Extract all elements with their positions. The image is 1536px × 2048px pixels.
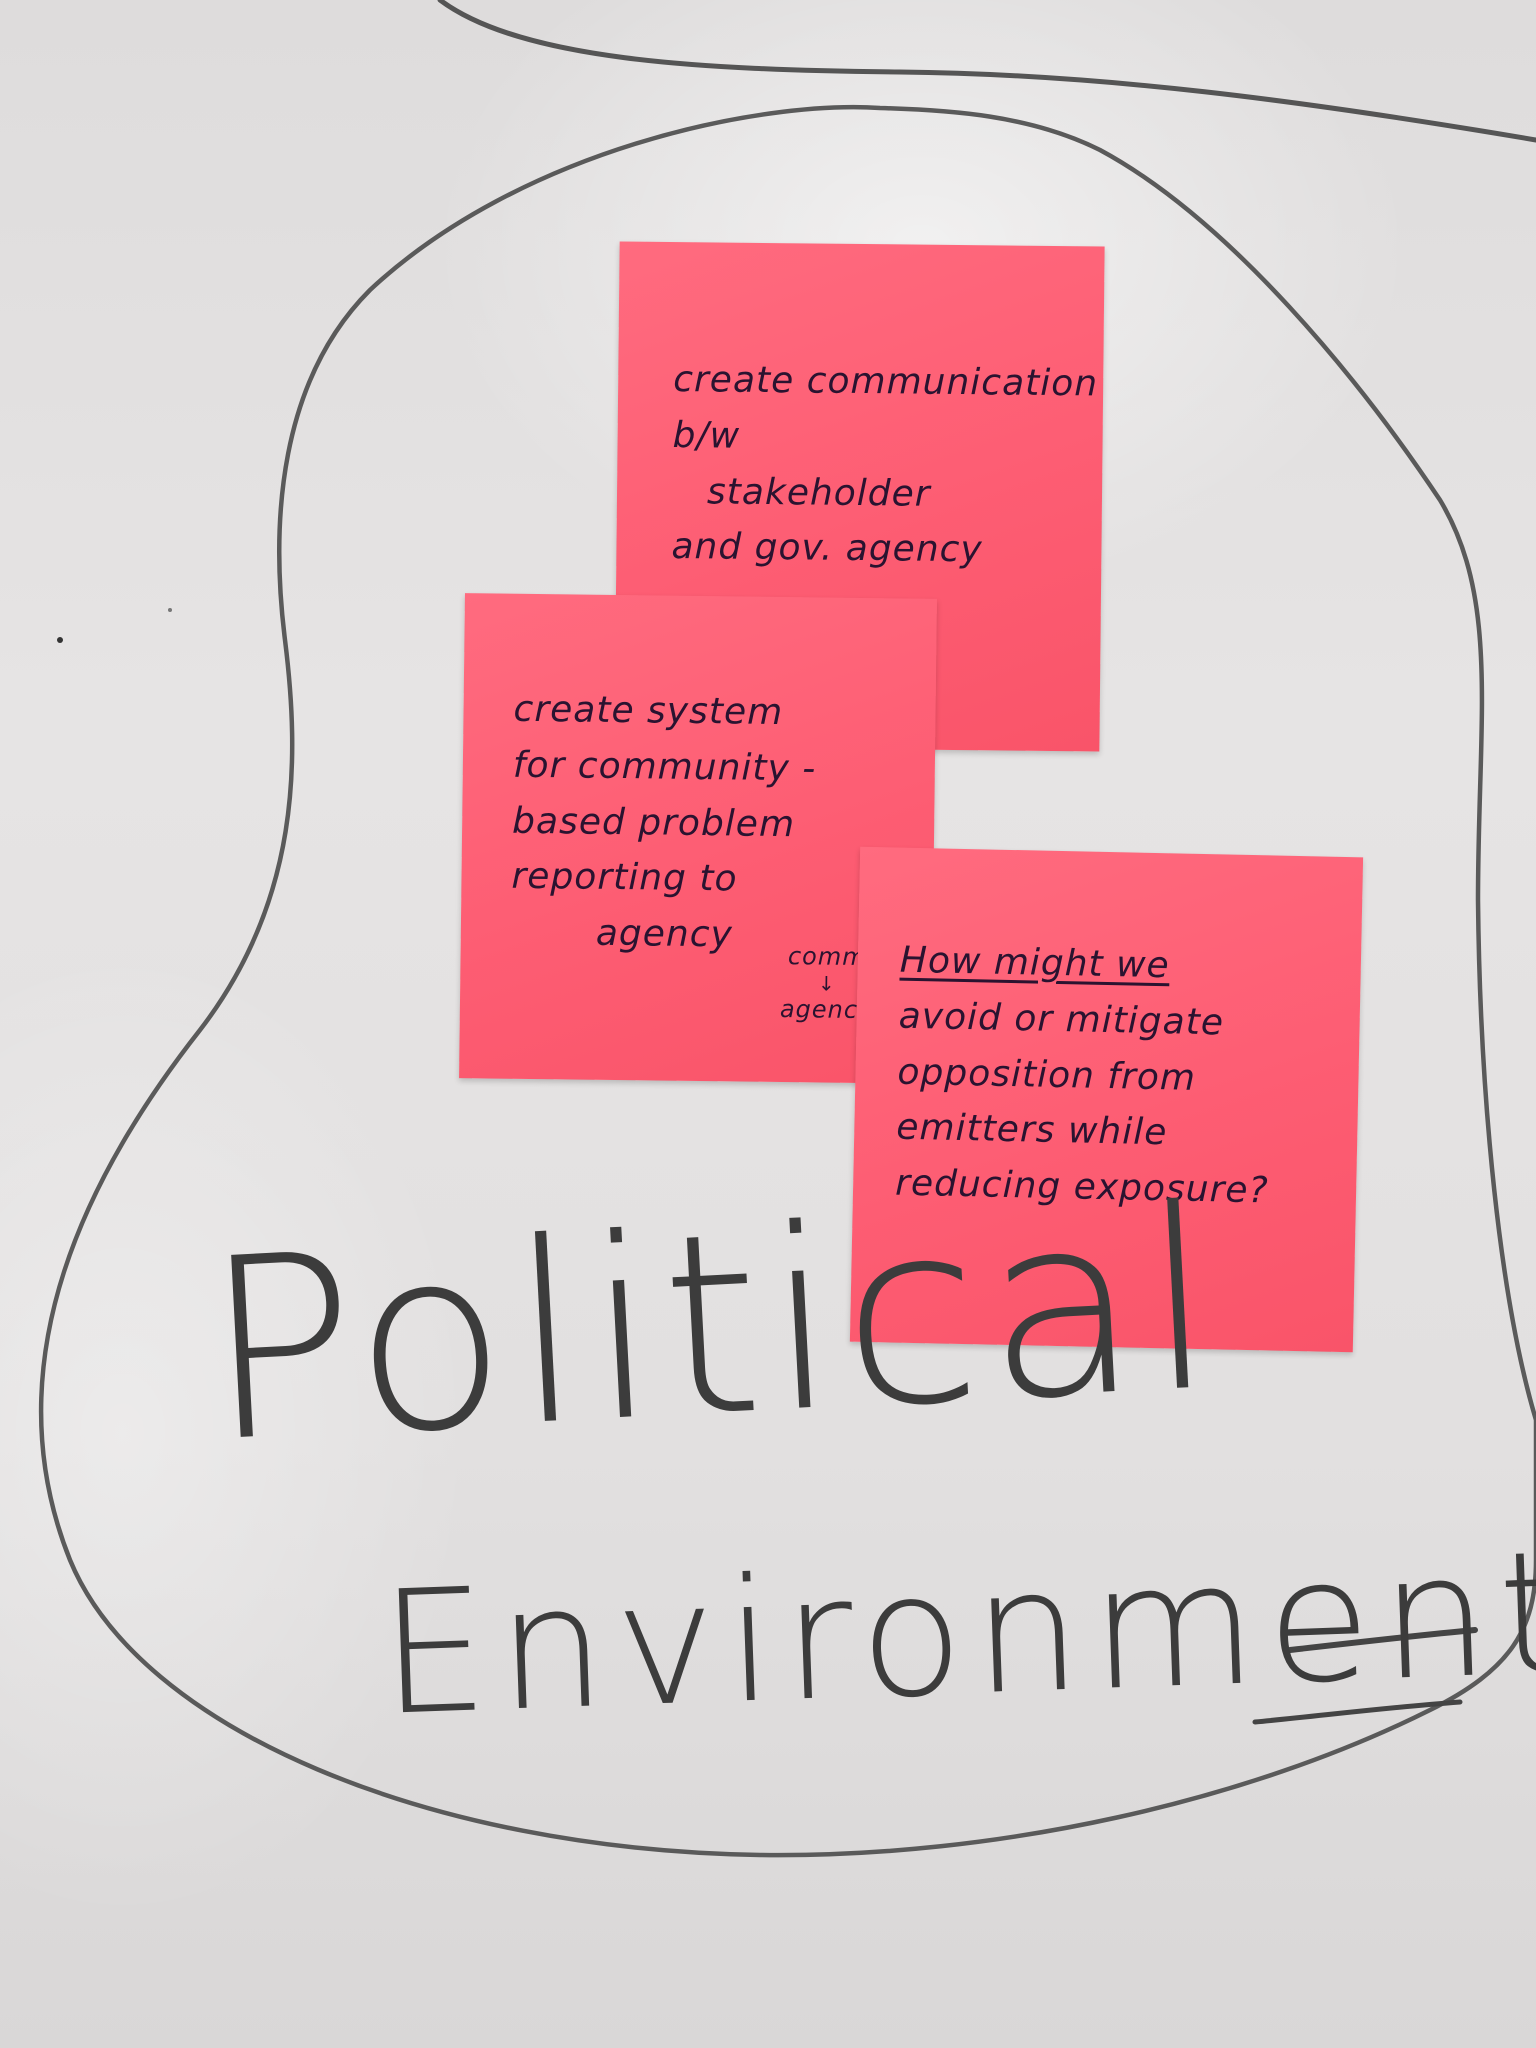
heading-political: Political [198,1153,1228,1498]
note-line: emitters while [895,1107,1168,1154]
enclosing-loop [38,104,1536,1858]
note-line: reporting to [511,856,738,900]
note-text: create system for community - based prob… [510,682,817,965]
note-line: create communication [672,359,1099,405]
marker-dot [168,608,172,612]
environment-tail-stroke [1287,1627,1478,1653]
heading-environment: Environment [376,1514,1536,1754]
note-line: agency [595,912,734,956]
note-line: stakeholder [706,470,931,515]
note-line: avoid or mitigate [898,995,1225,1044]
top-boundary-line [437,0,1536,143]
note-text: create communication b/w stakeholder and… [671,352,1098,580]
note-line: create system [513,688,784,734]
note-line: b/w [672,414,741,457]
note-line: based problem [511,800,796,845]
note-line: and gov. agency [671,526,983,571]
note-title: How might we [899,939,1171,987]
note-line: for community - [512,744,817,790]
side-note-top: comm [787,942,867,972]
note-line: opposition from [897,1051,1197,1099]
marker-dot [57,637,63,643]
environment-underline [1252,1699,1463,1725]
